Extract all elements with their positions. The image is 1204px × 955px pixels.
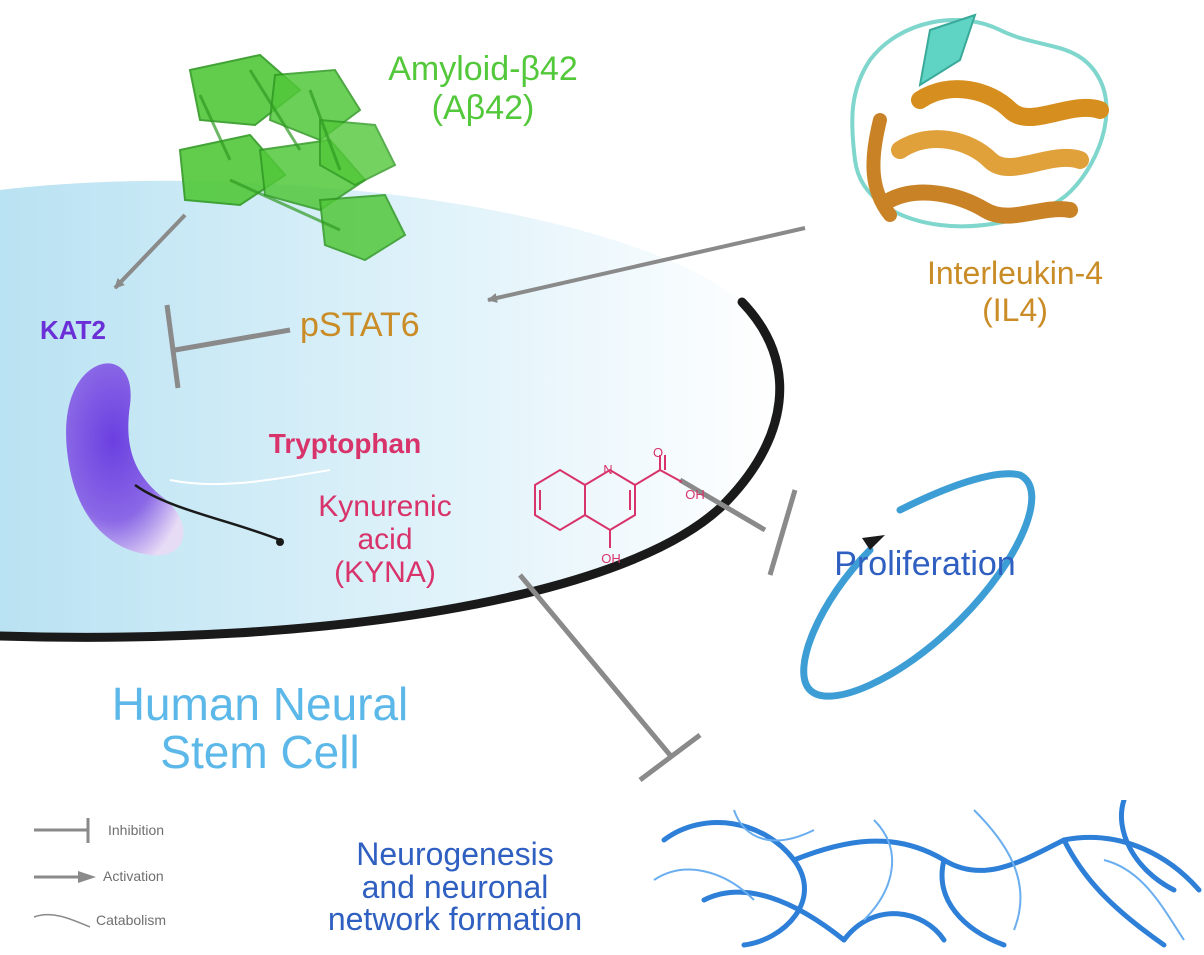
legend-catabolism-label: Catabolism (96, 912, 167, 928)
interleukin-label: Interleukin-4 (IL4) (926, 255, 1104, 328)
proliferation-cycle-arrowhead (862, 535, 885, 550)
activation-arrow-il4-pstat6 (487, 226, 806, 303)
enzyme-blob-icon (66, 363, 184, 556)
legend-activation-label: Activation (103, 868, 164, 884)
atom-oh-bottom-label: OH (601, 551, 621, 566)
atom-n-label: N (603, 462, 613, 477)
atom-oh-label: OH (685, 487, 705, 502)
kyna-label: Kynurenic acid (KYNA) (318, 490, 452, 589)
catabolism-endpoint (276, 538, 284, 546)
inhibition-pstat6-kat2 (164, 304, 291, 389)
protein-ribbon-icon (850, 13, 1109, 229)
neurogenesis-label: Neurogenesis and neuronal network format… (327, 836, 583, 938)
chemical-structure-icon (534, 455, 683, 548)
catabolism-curve-main (134, 483, 281, 542)
amyloid-label: Amyloid-β42 (Aβ42) (388, 50, 578, 128)
inhibition-kyna-proliferation (678, 477, 798, 576)
amyloid-fibril-structure-icon (178, 53, 407, 262)
legend-activation-arrowhead (78, 871, 96, 883)
legend-catabolism-curve (33, 913, 91, 928)
legend-inhibition-label: Inhibition (108, 822, 165, 838)
pstat6-label: pSTAT6 (300, 306, 420, 344)
activation-arrow-amyloid-kat2 (113, 213, 187, 290)
neuronal-network-icon (653, 800, 1202, 948)
cell-body (0, 180, 780, 642)
tryptophan-label: Tryptophan (268, 428, 422, 459)
catabolism-curve-light (169, 469, 331, 486)
proliferation-cycle-icon (800, 470, 1036, 700)
cell-membrane-rim (0, 297, 785, 642)
legend-symbols (33, 818, 96, 928)
inhibition-kyna-neurogenesis (518, 573, 702, 782)
proliferation-label: Proliferation (834, 545, 1016, 583)
kat2-label: KAT2 (40, 315, 106, 345)
cell-label: Human Neural Stem Cell (111, 678, 409, 779)
atom-o-label: O (652, 445, 664, 460)
neural-stem-cell (0, 180, 785, 642)
